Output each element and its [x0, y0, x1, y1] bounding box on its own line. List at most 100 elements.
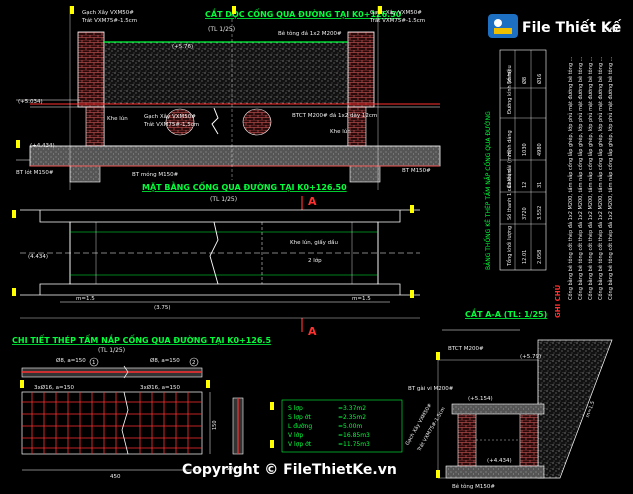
- plan-m-left: m=1.5: [76, 296, 95, 302]
- label-foundation: BT lót M150#: [16, 169, 54, 176]
- cut-elev-mid: (+5.154): [468, 396, 493, 402]
- plan-view: MẶT BẰNG CỐNG QUA ĐƯỜNG TẠI K0+126.50 (T…: [20, 180, 420, 338]
- label-lean: BT móng M150#: [132, 171, 179, 178]
- table-cell-3: Chiều dài (mm): [505, 149, 513, 188]
- label-brick-left: Gạch Xây VXM50#: [82, 9, 134, 16]
- plan-joint: Khe lún, giấy dầu: [290, 238, 338, 246]
- chamber-wall-left: [85, 106, 105, 148]
- brick-wall-left: [77, 31, 105, 108]
- rebar-bar1: Ø8, a=150: [56, 357, 86, 364]
- section-title: CẮT DỌC CỐNG QUA ĐƯỜNG TẠI K0+126.50: [205, 7, 402, 19]
- notes-line-1: Cống bằng bê tông cốt thép đá 1x2 M200, …: [567, 56, 574, 300]
- qty-2-value: =5.00m: [338, 423, 362, 430]
- notes-line-4: Cống bằng bê tông cốt thép đá 1x2 M200, …: [597, 56, 604, 300]
- qty-4-label: V lợp ớt: [288, 441, 312, 448]
- cut-plaster: Trát VXM75#-1.5cm: [415, 405, 447, 453]
- notes-line-5: Cống bằng bê tông cốt thép đá 1x2 M200, …: [607, 56, 614, 300]
- plan-marker-a-top: A: [308, 195, 317, 208]
- yellow-markers: [12, 6, 440, 478]
- plan-m-right: m=1.5: [352, 296, 371, 302]
- label-bt-right: BT M150#: [402, 168, 431, 174]
- road-fill: [103, 41, 349, 105]
- table-cell-5: Tổng khối lượng: [506, 226, 513, 267]
- watermark-domain: .vn: [604, 25, 618, 34]
- rebar-mesh: [21, 391, 203, 455]
- qty-0-label: S lợp: [288, 405, 303, 412]
- watermark-copyright: Copyright © FileThietKe.vn: [182, 462, 397, 478]
- table-cell-8: 1030: [522, 143, 528, 156]
- cut-slope-fill: [537, 339, 613, 479]
- stats-table: BẢNG THỐNG KÊ THÉP TẤM NẮP CỐNG QUA ĐƯỜN…: [484, 49, 547, 271]
- watermark: File Thiết Kế .vn Copyright © FileThietK…: [182, 14, 622, 478]
- qty-2-label: L đường: [288, 423, 312, 430]
- label-gap-right: Khe lún: [330, 128, 351, 135]
- label-brick-right: Gạch Xây VXM50#: [370, 9, 422, 16]
- table-cell-10: 12: [522, 182, 528, 188]
- rebar-scale: (TL 1/25): [98, 347, 125, 354]
- table-cell-13: 3.552: [537, 206, 543, 220]
- notes-line-2: Cống bằng bê tông cốt thép đá 1x2 M200, …: [577, 56, 584, 300]
- qty-1-label: S lợp ớt: [288, 414, 311, 421]
- cut-found: Bê tông M150#: [452, 483, 495, 490]
- qty-0-value: =3.37m2: [338, 405, 366, 412]
- label-slab-note: BTCT M200# đá 1x2 dày 12cm: [292, 112, 377, 119]
- notes-title: GHI CHÚ: [553, 284, 562, 318]
- watermark-brand: File Thiết Kế: [522, 19, 622, 36]
- plan-length: (3.75): [154, 305, 171, 311]
- label-cap: Bê tông đá 1x2 M200#: [278, 30, 342, 37]
- label-gap-left: Khe lún: [107, 115, 128, 122]
- plan-slope: 2 lớp: [308, 257, 322, 264]
- table-cell-2: Hình dáng: [506, 130, 513, 156]
- cut-wall-left: [457, 411, 477, 469]
- table-cell-14: 12.01: [522, 250, 528, 264]
- rebar-mark2: 2: [192, 360, 196, 366]
- rebar-bar2: Ø8, a=150: [150, 357, 180, 364]
- qty-3-label: V lớp: [288, 432, 303, 439]
- rebar-dim-side: 150: [212, 420, 218, 430]
- plan-marker-a-bottom: A: [308, 325, 317, 338]
- cut-m: m=1.5: [585, 400, 596, 418]
- rebar-dim-small: 50: [226, 466, 233, 472]
- table-cell-9: 4980: [537, 143, 543, 156]
- label-elev-left: (+5.034): [18, 99, 43, 105]
- rebar-title: CHI TIẾT THÉP TẤM NẮP CỐNG QUA ĐƯỜNG TẠI…: [12, 333, 271, 345]
- brick-wall-right: [347, 31, 375, 108]
- cut-wall: BT gài vi M200#: [408, 385, 454, 392]
- table-cell-15: 2.058: [537, 250, 543, 264]
- table-cell-1: Đường kính (mm): [506, 70, 513, 114]
- label-plaster-left: Trát VXM75#-1.5cm: [81, 17, 137, 24]
- table-cell-7: Ø16: [536, 74, 543, 84]
- rebar-bar4: 3xØ16, a=150: [140, 384, 181, 391]
- base-slab: [29, 145, 441, 167]
- section-view: CẮT DỌC CỐNG QUA ĐƯỜNG TẠI K0+126.50 (TL…: [16, 6, 441, 190]
- watermark-logo-icon: [488, 14, 518, 38]
- rebar-bar3: 3xØ16, a=150: [34, 384, 75, 391]
- label-plaster-right: Trát VXM75#-1.5cm: [369, 17, 425, 24]
- cut-title: CẮT A-A (TL: 1/25): [465, 307, 547, 319]
- culvert-chamber: [103, 103, 349, 147]
- rebar-mark1: 1: [92, 360, 96, 366]
- table-title: BẢNG THỐNG KÊ THÉP TẤM NẮP CỐNG QUA ĐƯỜN…: [484, 111, 492, 270]
- table-cell-0: Số hiệu: [506, 65, 513, 84]
- label-elev-top: (+5.76): [172, 44, 193, 50]
- plan-elev: (4.434): [28, 254, 48, 260]
- table-cell-4: Số thanh 1 cấu kiện: [506, 170, 513, 220]
- quantities-box: S lợp =3.37m2 S lợp ớt =2.35m2 L đường =…: [281, 399, 403, 453]
- label-brick-mid: Gạch Xây VXM50#: [144, 113, 196, 120]
- cut-aa-view: CẮT A-A (TL: 1/25) (+5.79) (+5.154) (+4.…: [404, 307, 613, 490]
- qty-1-value: =2.35m2: [338, 414, 366, 421]
- plan-title: MẶT BẰNG CỐNG QUA ĐƯỜNG TẠI K0+126.50: [142, 180, 347, 192]
- table-cell-11: 31: [537, 182, 543, 188]
- table-cell-6: Ø8: [521, 77, 528, 84]
- notes-line-3: Cống bằng bê tông cốt thép đá 1x2 M200, …: [587, 56, 594, 300]
- cut-elev-bottom: (+4.434): [487, 458, 512, 464]
- section-scale: (TL 1/25): [208, 26, 235, 33]
- qty-3-value: =16.85m3: [338, 432, 370, 439]
- label-elev-bottom: (+4.434): [30, 143, 55, 149]
- plan-scale: (TL 1/25): [210, 196, 237, 203]
- label-plaster-mid: Trát VXM75#-1.5cm: [143, 121, 199, 128]
- rebar-detail: CHI TIẾT THÉP TẤM NẮP CỐNG QUA ĐƯỜNG TẠI…: [12, 333, 271, 480]
- notes-column: GHI CHÚ Cống bằng bê tông cốt thép đá 1x…: [553, 56, 614, 318]
- qty-4-value: =11.75m3: [338, 441, 370, 448]
